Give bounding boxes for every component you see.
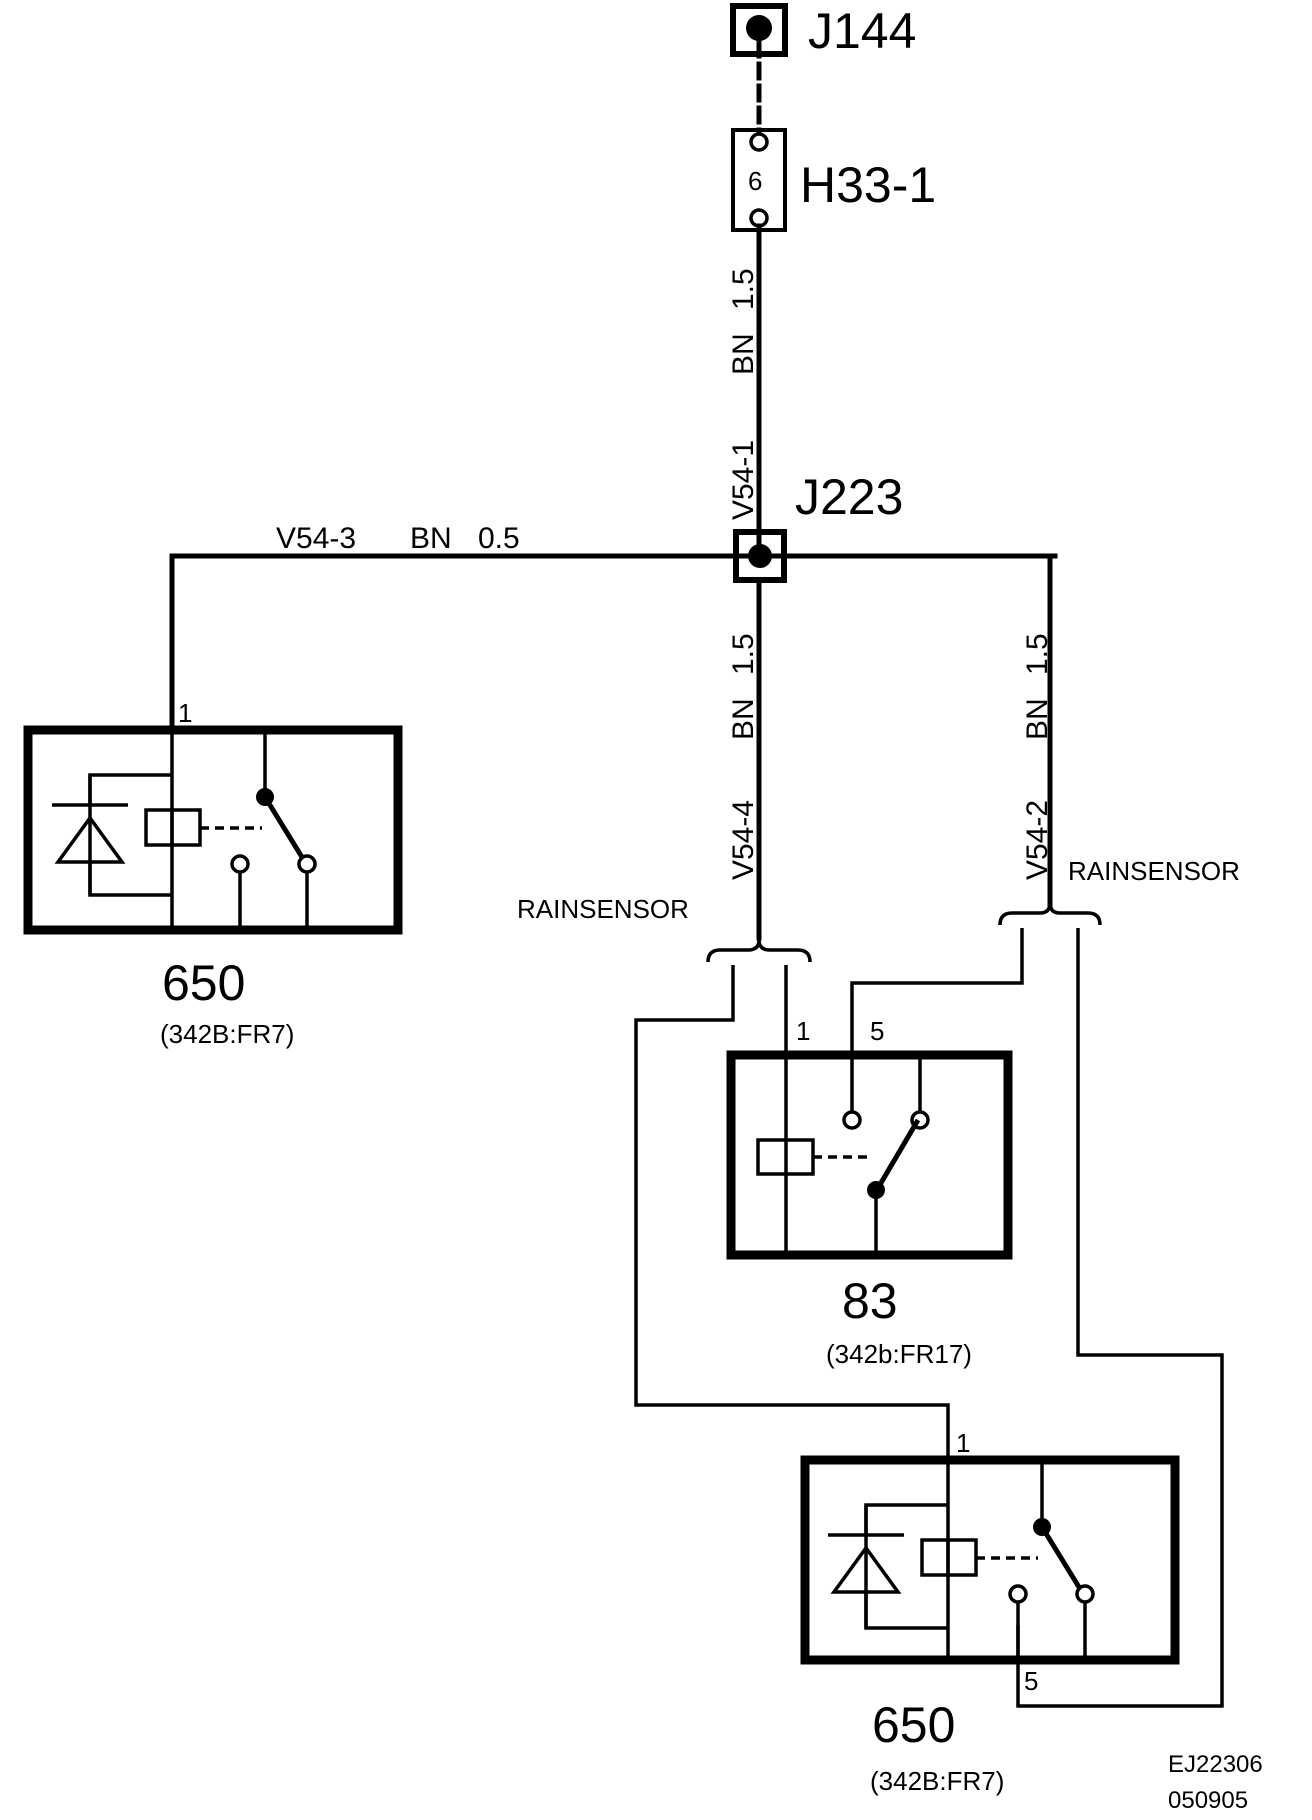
relay-bottom-pin5: 5 [1024,1666,1038,1696]
connector-j144-label: J144 [808,3,916,59]
rainsensor-left-label: RAINSENSOR [517,894,689,924]
relay-left-pin: 1 [178,698,192,728]
wire-left-id: V54-3 [276,522,356,555]
relay-bottom-ref: (342B:FR7) [870,1766,1004,1796]
rainsensor-connector-right[interactable] [998,902,1102,926]
wire-mid-color: BN [727,698,760,740]
relay-83[interactable] [726,1050,1013,1260]
wire-left-color: BN [410,522,452,555]
relay-left-ref: (342B:FR7) [160,1019,294,1049]
wire-top-size: 1.5 [727,268,760,310]
relay-650-left[interactable] [23,725,403,935]
relay-left-number: 650 [162,955,245,1011]
relay-83-pin5: 5 [870,1016,884,1046]
rainsensor-right-label: RAINSENSOR [1068,856,1240,886]
relay-83-number: 83 [842,1273,898,1329]
wire-top-color: BN [727,333,760,375]
wire-left-size: 0.5 [478,522,520,555]
splice-j223-label: J223 [795,469,903,525]
relay-83-ref: (342b:FR17) [826,1339,972,1369]
connector-h33-pin: 6 [748,166,762,196]
wire-rainsensor-to-relay83-pin5[interactable] [850,928,1024,1055]
wire-mid-id: V54-4 [727,800,760,880]
relay-bottom-pin1: 1 [956,1428,970,1458]
drawing-date: 050905 [1168,1787,1248,1814]
relay-650-bottom[interactable] [800,1455,1180,1665]
wire-rainsensor-to-relay650-bottom[interactable] [634,965,950,1460]
drawing-code: EJ22306 [1168,1751,1263,1778]
connector-h33-1-label: H33-1 [800,157,936,213]
wire-top-id: V54-1 [727,440,760,520]
wire-right-id: V54-2 [1021,800,1054,880]
relay-bottom-number: 650 [872,1697,955,1753]
relay-83-pin1: 1 [796,1016,810,1046]
wire-rainsensor-to-relay650-pin5[interactable] [1016,928,1224,1708]
wire-right-size: 1.5 [1021,633,1054,675]
wire-mid-size: 1.5 [727,633,760,675]
rainsensor-connector-left[interactable] [706,939,812,963]
wire-right-color: BN [1021,698,1054,740]
